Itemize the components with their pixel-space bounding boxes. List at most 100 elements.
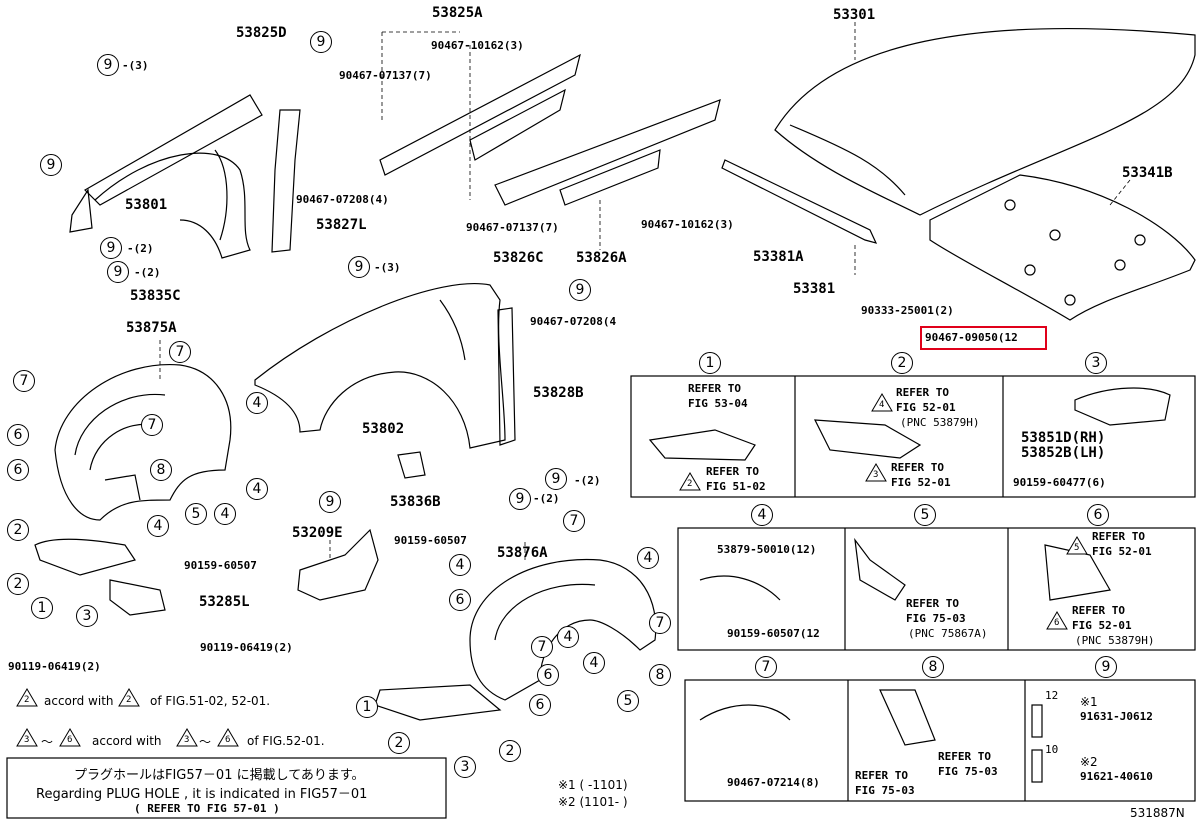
fastener-label: 90333-25001(2) xyxy=(861,304,954,317)
callout-5: 5 xyxy=(185,503,207,525)
callout-7: 7 xyxy=(13,370,35,392)
fastener-label: 90119-06419(2) xyxy=(200,641,293,654)
qty-label: -(3) xyxy=(122,59,149,72)
legend-triangle-number: 6 xyxy=(225,735,231,745)
part-label: 53827L xyxy=(316,217,367,233)
callout-3: 3 xyxy=(454,756,476,778)
legend-tilde: ～ xyxy=(41,735,54,749)
fastener-label: 90467-07208(4 xyxy=(530,315,617,328)
callout-4: 4 xyxy=(557,626,579,648)
callout-7: 7 xyxy=(563,510,585,532)
bracket-53285L xyxy=(109,579,166,616)
fastener-label: 90467-10162(3) xyxy=(641,218,734,231)
part-label: 53825A xyxy=(432,5,483,21)
fastener-label: 90467-07137(7) xyxy=(466,221,559,234)
legend-tilde: ～ xyxy=(199,735,212,749)
refer-note: REFER TO xyxy=(1092,530,1145,543)
qty-label: -(2) xyxy=(574,474,601,487)
splash-left xyxy=(34,538,136,576)
callout-4: 4 xyxy=(246,392,268,414)
callout-3: 3 xyxy=(76,605,98,627)
refer-note: (PNC 53879H) xyxy=(900,416,980,429)
legend-triangle-number: 3 xyxy=(184,735,190,745)
fastener-label: 53879-50010(12) xyxy=(717,543,817,556)
seal-53381 xyxy=(721,159,878,244)
fastener-label: 90467-10162(3) xyxy=(431,39,524,52)
legend-accord-with: accord with xyxy=(44,694,114,708)
detail-box-mid xyxy=(677,527,1196,651)
callout-7: 7 xyxy=(531,636,553,658)
part-label: 53285L xyxy=(199,594,250,610)
fender-53802 xyxy=(254,283,516,449)
callout-4: 4 xyxy=(147,515,169,537)
callout-9: 9 xyxy=(97,54,119,76)
variant-mark: ※1 xyxy=(1080,695,1098,709)
refer-note: REFER TO xyxy=(938,750,991,763)
fastener-label: 91621-40610 xyxy=(1080,770,1153,783)
section-9-header: 9 xyxy=(1095,656,1117,678)
callout-2: 2 xyxy=(7,519,29,541)
callout-1: 1 xyxy=(356,696,378,718)
qty-label: -(2) xyxy=(533,492,560,505)
refer-note: FIG 75-03 xyxy=(938,765,998,778)
bracket-53209E xyxy=(297,528,379,601)
refer-note: FIG 52-01 xyxy=(891,476,951,489)
triangle-number: 4 xyxy=(879,400,885,410)
refer-note: FIG 52-01 xyxy=(896,401,956,414)
liner-53876A xyxy=(374,558,657,721)
footnote-2: ※2 (1101- ) xyxy=(558,795,628,809)
refer-note: (PNC 75867A) xyxy=(908,627,988,640)
callout-2: 2 xyxy=(499,740,521,762)
callout-8: 8 xyxy=(649,664,671,686)
legend-triangle-number: 2 xyxy=(126,695,132,705)
dimension-label: 12 xyxy=(1045,689,1059,702)
section-1-header: 1 xyxy=(699,352,721,374)
fastener-label: 90467-07214(8) xyxy=(727,776,820,789)
part-label: 53381A xyxy=(753,249,804,265)
section-8-header: 8 xyxy=(922,656,944,678)
seal-53826A xyxy=(494,99,721,206)
callout-7: 7 xyxy=(649,612,671,634)
callout-1: 1 xyxy=(31,597,53,619)
qty-label: -(3) xyxy=(374,261,401,274)
callout-5: 5 xyxy=(617,690,639,712)
plug-hole-note-en: Regarding PLUG HOLE , it is indicated in… xyxy=(36,787,368,802)
part-label: 53801 xyxy=(125,197,168,213)
part-label: 53826A xyxy=(576,250,627,266)
fastener-label: 90159-60507(12 xyxy=(727,627,820,640)
fastener-label: 90159-60507 xyxy=(394,534,467,547)
refer-note: REFER TO xyxy=(891,461,944,474)
refer-note: FIG 52-01 xyxy=(1092,545,1152,558)
highlight-box[interactable] xyxy=(920,326,1047,350)
triangle-number: 5 xyxy=(1074,543,1080,553)
seal-53825A xyxy=(379,53,581,176)
triangle-number: 6 xyxy=(1054,618,1060,628)
legend-triangle-number: 6 xyxy=(67,735,73,745)
fastener-label: 90467-07208(4) xyxy=(296,193,389,206)
seal-53827L xyxy=(271,109,301,253)
triangle-number: 2 xyxy=(687,479,693,489)
callout-9: 9 xyxy=(40,154,62,176)
section-3-header: 3 xyxy=(1085,352,1107,374)
qty-label: -(2) xyxy=(134,266,161,279)
plug-hole-note-jp: プラグホールはFIG57－01 に掲載してあります。 xyxy=(74,768,365,783)
legend-of-fig: of FIG.51-02, 52-01. xyxy=(150,694,271,708)
section-4-header: 4 xyxy=(751,504,773,526)
triangle-number: 3 xyxy=(873,470,879,480)
callout-7: 7 xyxy=(141,414,163,436)
callout-9: 9 xyxy=(509,488,531,510)
callout-6: 6 xyxy=(7,459,29,481)
highlight-part-label[interactable]: 90467-09050(12 xyxy=(925,331,1018,344)
callout-6: 6 xyxy=(537,664,559,686)
callout-4: 4 xyxy=(449,554,471,576)
callout-9: 9 xyxy=(100,237,122,259)
part-label: 53381 xyxy=(793,281,836,297)
section-6-header: 6 xyxy=(1087,504,1109,526)
fender-liner-53801 xyxy=(69,94,263,259)
fastener-label: 91631-J0612 xyxy=(1080,710,1153,723)
part-label: 53828B xyxy=(533,385,584,401)
liner-53875A xyxy=(54,364,232,521)
part-label: 53825D xyxy=(236,25,287,41)
callout-9: 9 xyxy=(107,261,129,283)
